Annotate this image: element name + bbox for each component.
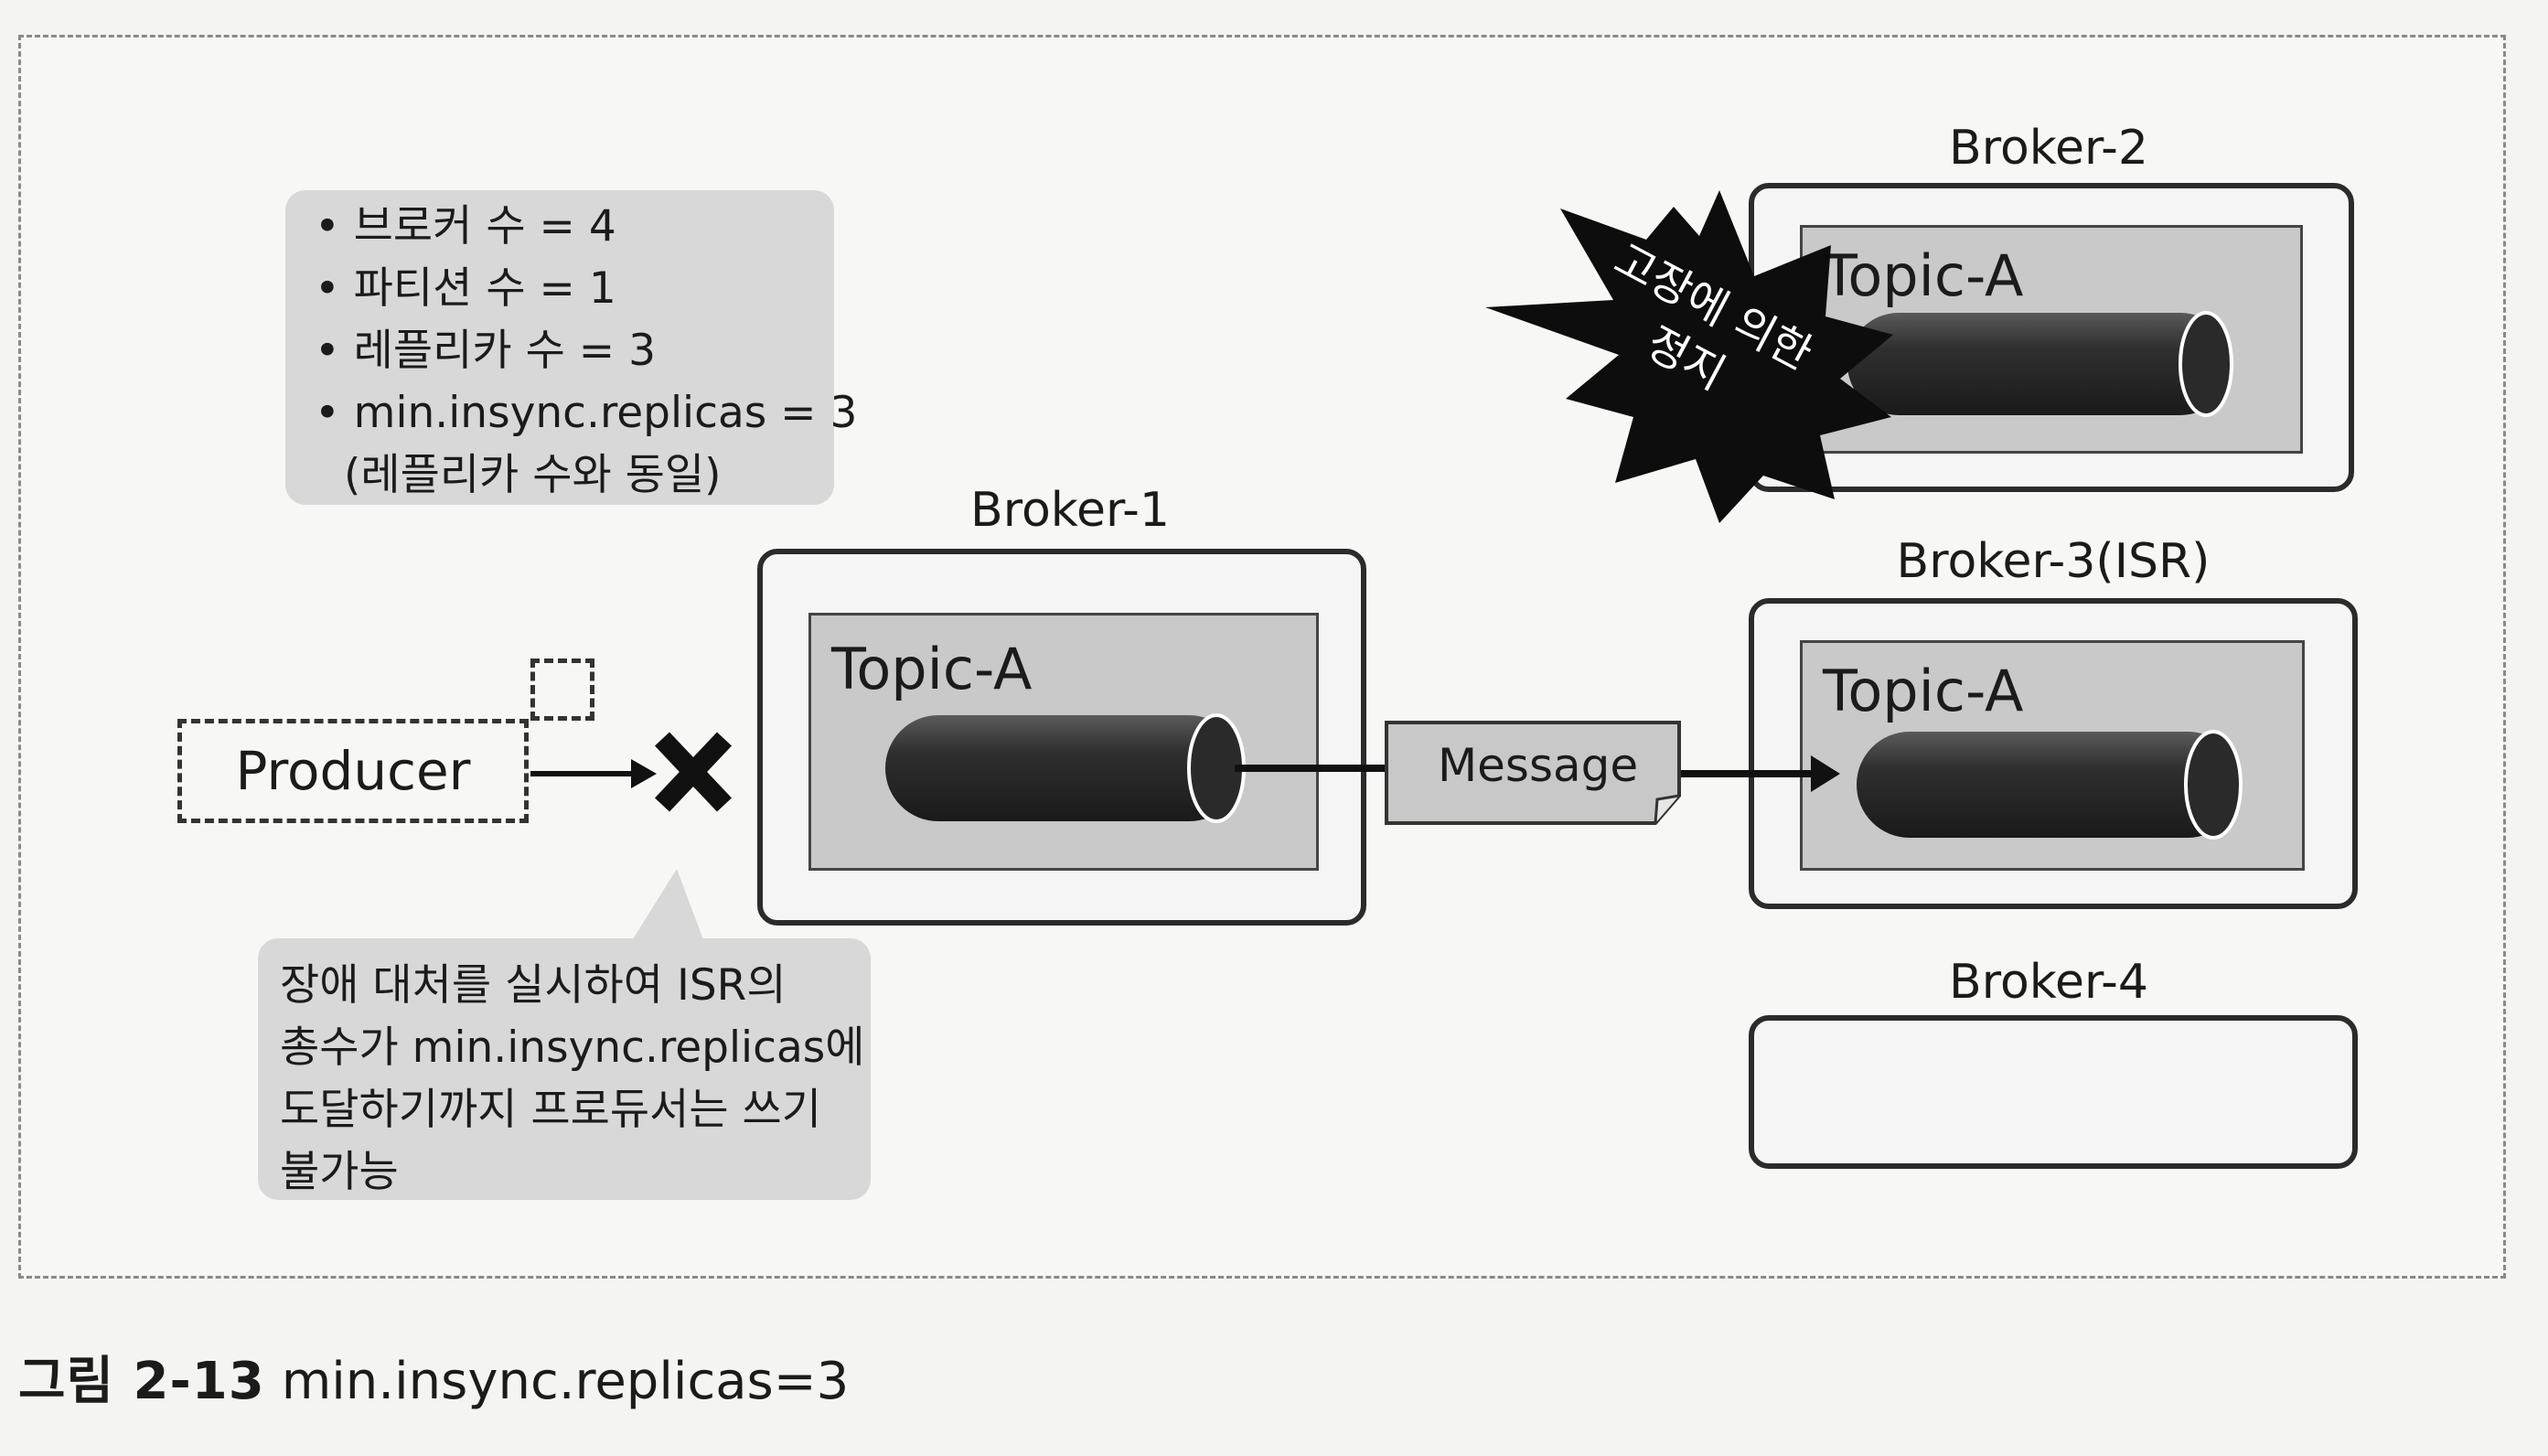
config-note: 브로커 수 = 4 파티션 수 = 1 레플리카 수 = 3 min.insyn… — [285, 190, 858, 505]
broker-4-label: Broker-4 — [1949, 955, 2148, 1010]
config-partition-count: 파티션 수 = 1 — [315, 258, 834, 320]
broker-2-log-cylinder — [1847, 311, 2233, 417]
broker-1-label: Broker-1 — [970, 483, 1170, 538]
failover-note-pointer — [631, 869, 704, 942]
broker-4-box — [1749, 1015, 2358, 1169]
failover-line-1: 장애 대처를 실시하여 ISR의 — [280, 960, 787, 1011]
config-broker-count: 브로커 수 = 4 — [315, 196, 834, 258]
failover-line-2: 총수가 min.insync.replicas에 — [280, 1022, 865, 1073]
broker-2-topic-label: Topic-A — [1823, 242, 2024, 309]
producer-buffer-icon — [530, 658, 594, 721]
config-continuation: (레플리카 수와 동일) — [344, 450, 722, 500]
write-blocked-x-icon — [655, 732, 732, 812]
caption-title: min.insync.replicas=3 — [281, 1352, 850, 1411]
producer-label: Producer — [235, 740, 471, 802]
config-replica-count: 레플리카 수 = 3 — [315, 320, 834, 382]
broker-2-label: Broker-2 — [1949, 121, 2148, 176]
failover-note: 장애 대처를 실시하여 ISR의 총수가 min.insync.replicas… — [258, 938, 871, 1200]
failure-burst-icon — [1485, 190, 1893, 523]
failover-line-4: 불가능 — [280, 1147, 399, 1197]
replication-arrow — [1235, 755, 1840, 792]
caption-prefix: 그림 2-13 — [18, 1352, 265, 1411]
broker-1-topic-label: Topic-A — [831, 636, 1033, 702]
figure-caption: 그림 2-13 min.insync.replicas=3 — [18, 1340, 849, 1414]
broker-3-topic-label: Topic-A — [1823, 658, 2024, 724]
broker-1-log-cylinder — [885, 713, 1246, 823]
producer-box: Producer — [177, 719, 529, 823]
message-label: Message — [1438, 739, 1639, 792]
broker-3-log-cylinder — [1857, 730, 2243, 840]
broker-3-label: Broker-3(ISR) — [1896, 534, 2211, 589]
message-document-icon — [1385, 721, 1681, 825]
config-min-insync: min.insync.replicas = 3 — [315, 382, 858, 444]
producer-write-arrow — [530, 759, 657, 788]
failover-line-3: 도달하기까지 프로듀서는 쓰기 — [280, 1085, 821, 1135]
